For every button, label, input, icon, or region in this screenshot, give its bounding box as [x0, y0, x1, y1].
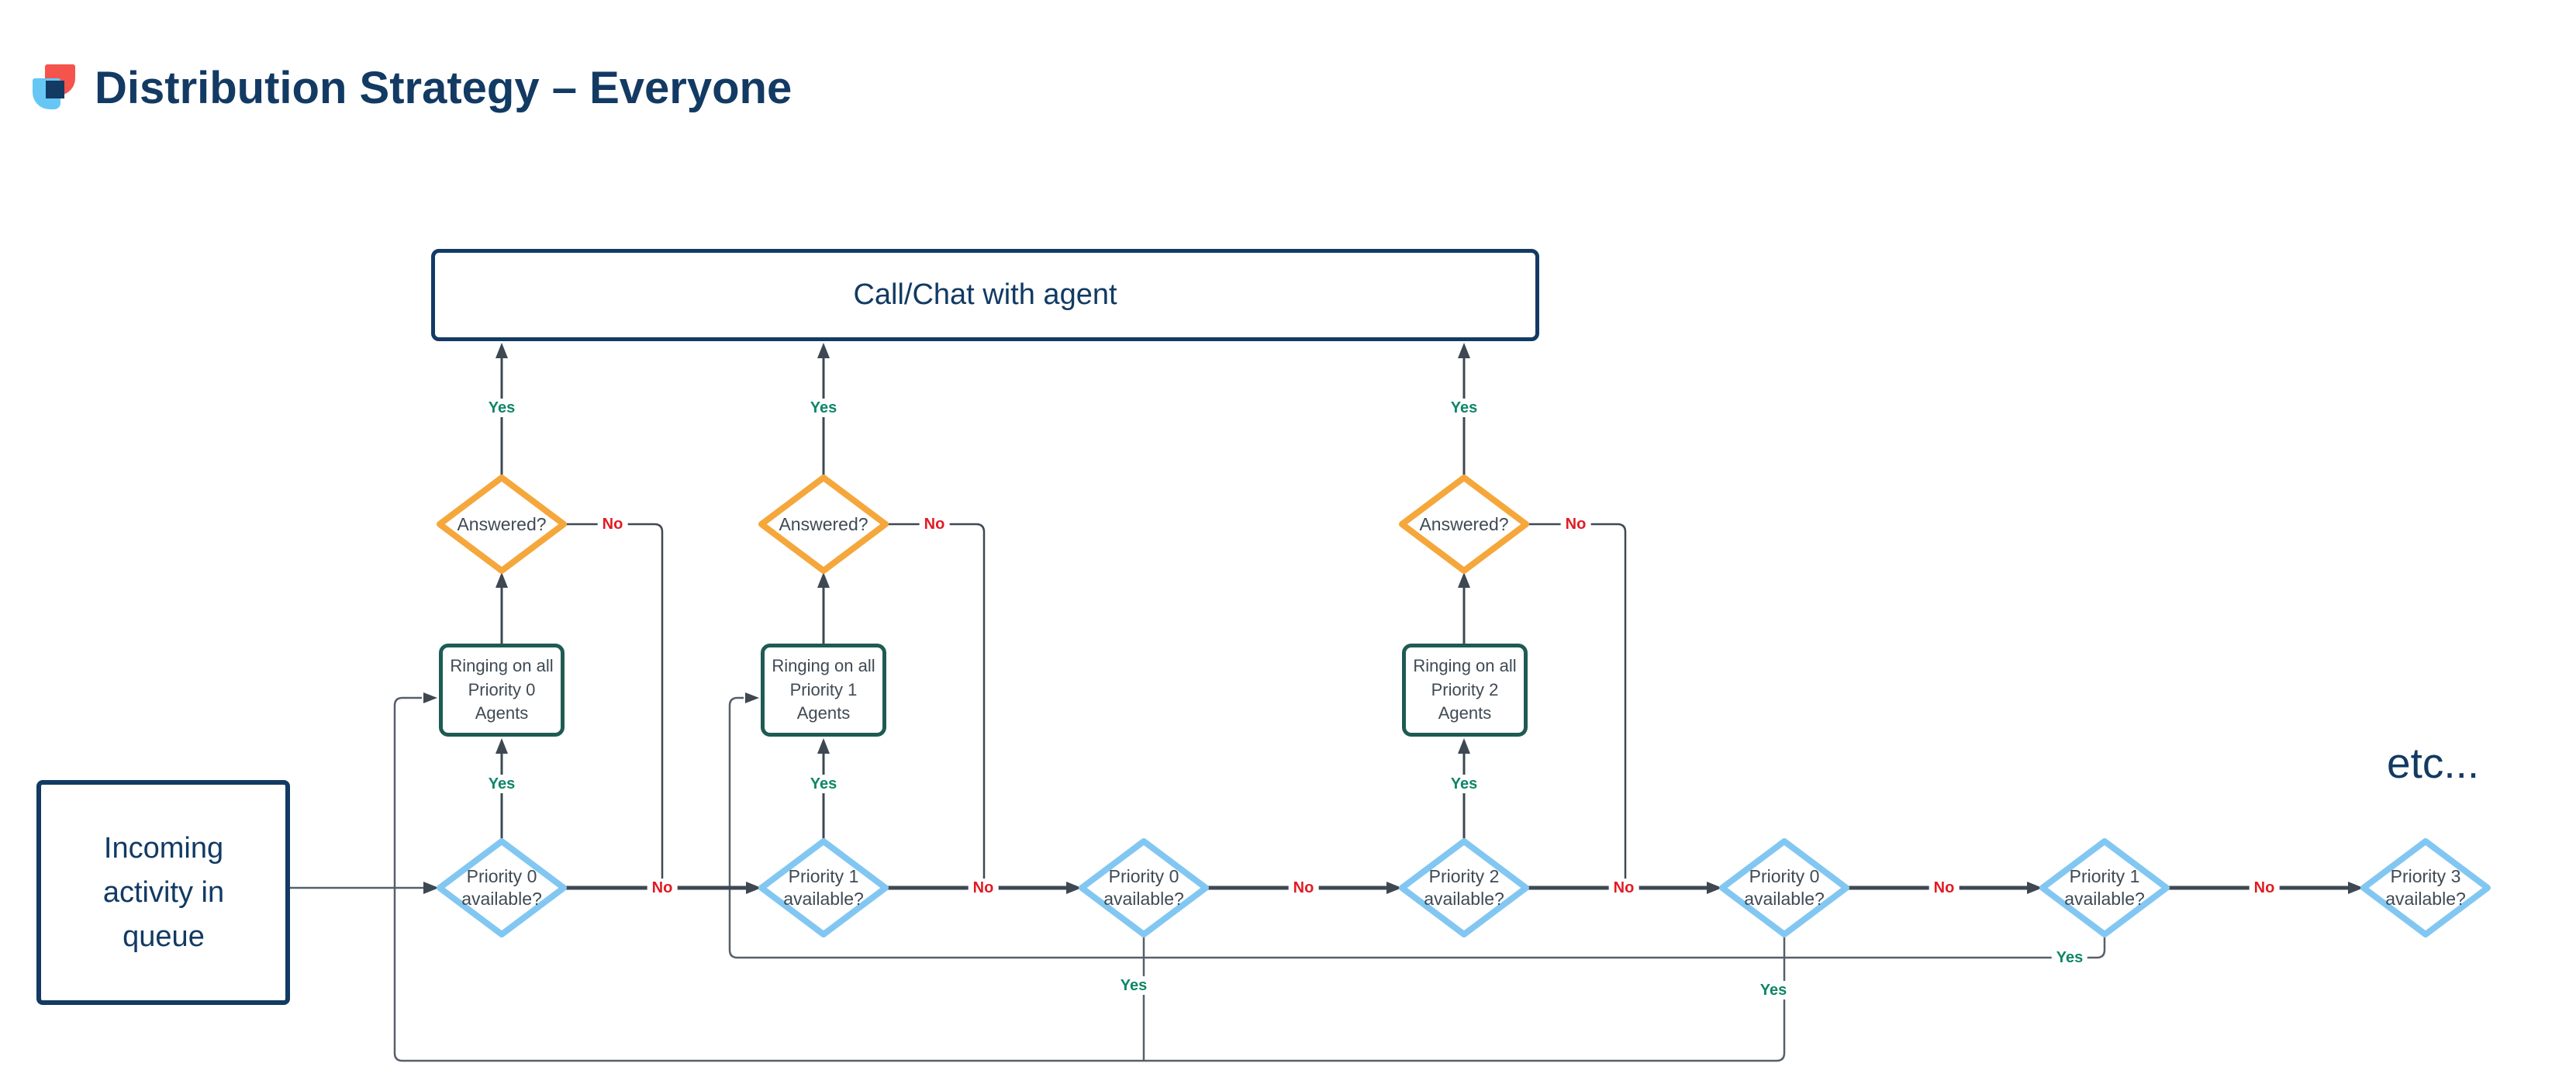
arrow-into-callchat-3: [1458, 343, 1470, 358]
priority-diamonds: [437, 838, 2491, 937]
answered-label-1: Answered?: [457, 513, 547, 534]
edge-label-no: No: [1288, 879, 1319, 897]
edge-label-no: No: [2249, 879, 2280, 897]
incoming-activity-label: Incoming activity in queue: [102, 831, 225, 953]
node-priority-diamond-2: [758, 838, 889, 937]
node-incoming-activity: [36, 780, 290, 1005]
arrow-into-ringing2: [817, 738, 830, 754]
arrow-into-ringing1: [496, 738, 508, 754]
call-chat-label: Call/Chat with agent: [853, 278, 1117, 311]
arrow-into-answered2: [817, 572, 830, 588]
ringing-label-3: Ringing on all Priority 2 Agents: [1413, 655, 1517, 723]
edge-label-yes: Yes: [1755, 981, 1792, 1000]
arrow-into-ringing1-left: [423, 692, 437, 703]
edge-label-yes: Yes: [483, 775, 520, 793]
edge-label-yes: Yes: [483, 399, 520, 417]
app-logo: [33, 64, 75, 111]
node-answered-2: [758, 475, 889, 574]
edge-label-no: No: [1560, 515, 1591, 533]
answered-label-3: Answered?: [1419, 513, 1509, 534]
edge-label-no: No: [919, 515, 950, 533]
priority-label-4: Priority 2 available?: [1424, 866, 1504, 909]
node-priority-diamond-6: [2039, 838, 2170, 937]
arrow-into-d5: [1707, 882, 1722, 894]
arrow-into-answered3: [1458, 572, 1470, 588]
node-priority-diamond-3: [1079, 838, 1209, 937]
edge-label-yes: Yes: [1445, 775, 1483, 793]
etc-continuation-label: etc...: [2387, 739, 2480, 787]
priority-label-1: Priority 0 available?: [461, 866, 542, 909]
edge-label-no: No: [968, 879, 999, 897]
edge-answered1-no: [564, 523, 664, 886]
arrow-into-callchat-2: [817, 343, 830, 358]
logo-navy-shape: [46, 81, 64, 98]
node-ringing-priority-2: [1402, 644, 1528, 737]
arrow-into-d6: [2027, 882, 2042, 894]
edge-label-yes: Yes: [1445, 399, 1483, 417]
priority-label-2: Priority 1 available?: [783, 866, 864, 909]
answered-label-2: Answered?: [779, 513, 868, 534]
diagram-title: Distribution Strategy – Everyone: [95, 63, 792, 113]
arrow-into-d7: [2348, 882, 2364, 894]
edge-label-no: No: [1929, 879, 1960, 897]
edge-answered3-no: [1526, 523, 1627, 886]
priority-label-6: Priority 1 available?: [2064, 866, 2145, 909]
node-ringing-priority-1: [761, 644, 886, 737]
arrow-into-ringing2-left: [745, 692, 759, 703]
loop-connectors: [290, 696, 2106, 1062]
arrow-into-ringing3: [1458, 738, 1470, 754]
edge-label-yes: Yes: [805, 775, 842, 793]
arrowheads: [423, 343, 2364, 894]
column-yes-connectors: [500, 358, 1466, 841]
edge-label-no: No: [647, 879, 678, 897]
node-priority-diamond-1: [437, 838, 567, 937]
arrow-into-d2: [746, 882, 761, 894]
arrow-into-d3: [1066, 882, 1082, 894]
node-priority-diamond-7: [2360, 838, 2491, 937]
edge-answered2-no: [886, 523, 986, 886]
arrow-into-d4: [1386, 882, 1402, 894]
ringing-label-2: Ringing on all Priority 1 Agents: [772, 655, 875, 723]
answered-diamonds: [437, 475, 1529, 574]
edge-label-no: No: [1608, 879, 1639, 897]
arrow-into-d1: [423, 882, 439, 894]
edge-yes-loop-to-ringing-p0: [393, 696, 1786, 1062]
node-ringing-priority-0: [439, 644, 565, 737]
edge-label-yes: Yes: [2051, 948, 2088, 967]
arrow-into-answered1: [496, 572, 508, 588]
node-answered-3: [1399, 475, 1529, 574]
edge-label-no: No: [597, 515, 628, 533]
node-priority-diamond-4: [1399, 838, 1529, 937]
priority-label-3: Priority 0 available?: [1103, 866, 1184, 909]
answered-no-connectors: [564, 523, 1627, 886]
priority-label-7: Priority 3 available?: [2385, 866, 2466, 909]
edge-label-yes: Yes: [805, 399, 842, 417]
edge-label-yes: Yes: [1115, 976, 1152, 995]
priority-label-5: Priority 0 available?: [1744, 866, 1825, 909]
edge-yes-loop-to-ringing-p1: [728, 696, 2106, 959]
node-call-chat: [431, 249, 1539, 341]
node-answered-1: [437, 475, 567, 574]
arrow-into-callchat-1: [496, 343, 508, 358]
ringing-label-1: Ringing on all Priority 0 Agents: [450, 655, 554, 723]
node-priority-diamond-5: [1719, 838, 1849, 937]
